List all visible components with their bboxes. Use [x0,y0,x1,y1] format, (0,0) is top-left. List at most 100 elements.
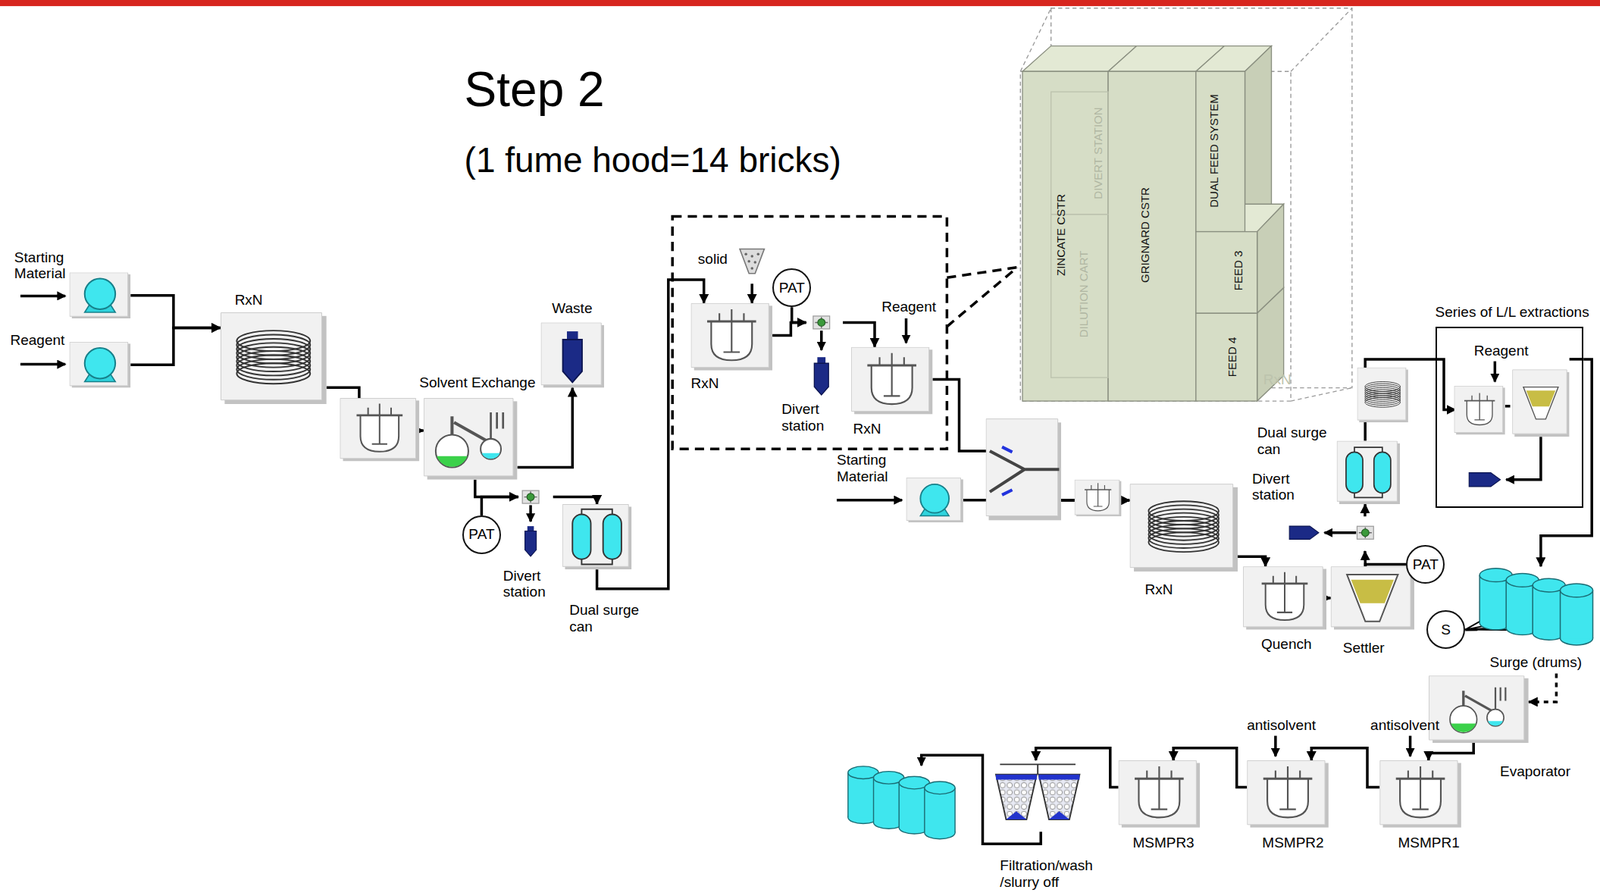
equipment-node: Reagent [1455,387,1507,437]
equipment-node: DIVERT STATION [1051,91,1109,215]
flow-line [130,328,220,366]
node-label: Reagent [1474,342,1529,360]
equipment-node: FEED 3 [1196,231,1258,314]
diagram-caption: (1 fume hood=14 bricks) [464,140,842,180]
ghost-bricks [1051,91,1109,378]
equipment-node: Evaporator [1428,675,1529,743]
fume-hood-bricks [1022,46,1284,401]
flow-line [1237,556,1266,567]
flow-line [475,479,519,498]
sensor-circle: PAT [1405,544,1445,584]
equipment-node: antisolventMSMPR2 [1246,760,1329,828]
node-label: RxN [690,375,719,392]
equipment-node: Divert station [806,314,843,401]
equipment-node: RxN [1129,483,1238,572]
equipment-node: Divert station [1287,516,1376,552]
node-label: Series of L/L extractions [1435,303,1590,321]
flow-line [1528,673,1557,702]
node-label: FEED 3 [1232,250,1246,291]
diagram-title: Step 2 [464,62,605,116]
equipment-node: solid [736,247,768,284]
node-label: Starting Material [14,249,76,283]
flow-line [481,496,519,516]
equipment-node: RxN [690,303,773,371]
node-label: PAT [468,526,495,544]
callout-dashes [672,216,1018,449]
node-label: DILUTION CART [1077,250,1090,338]
equipment-node: antisolventMSMPR1 [1379,760,1462,828]
fume-hood-outline [1020,8,1353,401]
node-label: Filtration/wash /slurry off [999,857,1110,891]
flow-line [130,295,220,329]
equipment-node: Solvent Exchange [423,397,518,480]
flow-line [1363,504,1367,517]
equipment-node: DILUTION CART [1051,214,1109,378]
node-label: PAT [779,279,805,297]
flow-line [1326,596,1331,600]
node-label: Dual surge can [1257,424,1340,458]
equipment-node: Settler [1330,566,1415,630]
equipment-node: Filtration/wash /slurry off [992,760,1084,832]
flow-line [553,496,598,505]
equipment-node: MSMPR3 [1118,760,1201,828]
node-label: DIVERT STATION [1091,106,1105,199]
node-label: RxN [1263,371,1292,389]
node-label: antisolvent [1246,717,1316,734]
node-label: Surge (drums) [1490,654,1582,671]
flow-line [772,322,807,336]
node-label: solid [698,250,728,268]
equipment-icons [69,248,1594,839]
node-label: antisolvent [1370,717,1440,734]
flow-line [1365,564,1406,567]
node-label: RxN [853,420,882,438]
node-label: PAT [1412,556,1439,573]
node-label: Starting Material [836,451,899,486]
flow-line [842,322,875,347]
equipment-node: Divert station [518,485,554,560]
equipment-node: Dual surge can [1336,441,1400,505]
node-label: MSMPR2 [1261,834,1324,852]
equipment-node: Starting Material [906,477,964,523]
equipment-node: Reagent [69,341,132,389]
node-label: MSMPR1 [1397,834,1460,852]
equipment-node: Waste [541,322,605,388]
node-label: MSMPR3 [1132,834,1194,852]
equipment-node: Quench [1243,566,1327,630]
node-label: Quench [1261,635,1312,653]
node-label: Reagent [881,298,937,316]
node-label: Evaporator [1499,763,1571,780]
sensor-circle: PAT [772,268,811,307]
node-label: ZINCATE CSTR [1055,194,1068,276]
node-label: Divert station [503,567,555,602]
node-label: GRIGNARD CSTR [1138,187,1152,283]
node-label: RxN [234,291,264,309]
equipment-node: GRIGNARD CSTR [1108,71,1197,401]
node-label: Divert station [1252,470,1303,505]
node-label: FEED 4 [1226,337,1240,378]
flow-line [517,388,573,468]
node-label: DUAL FEED SYSTEM [1207,93,1221,207]
group-box: Series of L/L extractionsReagent [1435,326,1584,509]
equipment-node: FEED 4 [1196,313,1258,401]
sensor-circle: PAT [462,515,501,555]
equipment-node: Starting Material [69,272,132,319]
flow-line [750,283,754,304]
equipment-node: RxN ZINCATE CSTR DIVERT STATION DILUTION CA… [1020,8,1353,401]
node-label: S [1440,621,1451,639]
feed-arrows [20,295,1585,844]
equipment-node: Dual surge can [562,504,633,570]
flow-line [1428,742,1474,761]
equipment-node: DUAL FEED SYSTEM [1196,71,1246,232]
node-label: Solvent Exchange [419,374,536,392]
node-label: Dual surge can [569,601,652,636]
equipment-node: ReagentRxN [851,347,934,415]
flow-line [792,306,807,323]
equipment-node: RxN [220,312,327,404]
sensor-circle: S [1426,610,1466,649]
node-label: Divert station [781,400,833,435]
equipment-node: Surge (drums) [1477,566,1597,674]
node-label: Reagent [9,331,65,349]
